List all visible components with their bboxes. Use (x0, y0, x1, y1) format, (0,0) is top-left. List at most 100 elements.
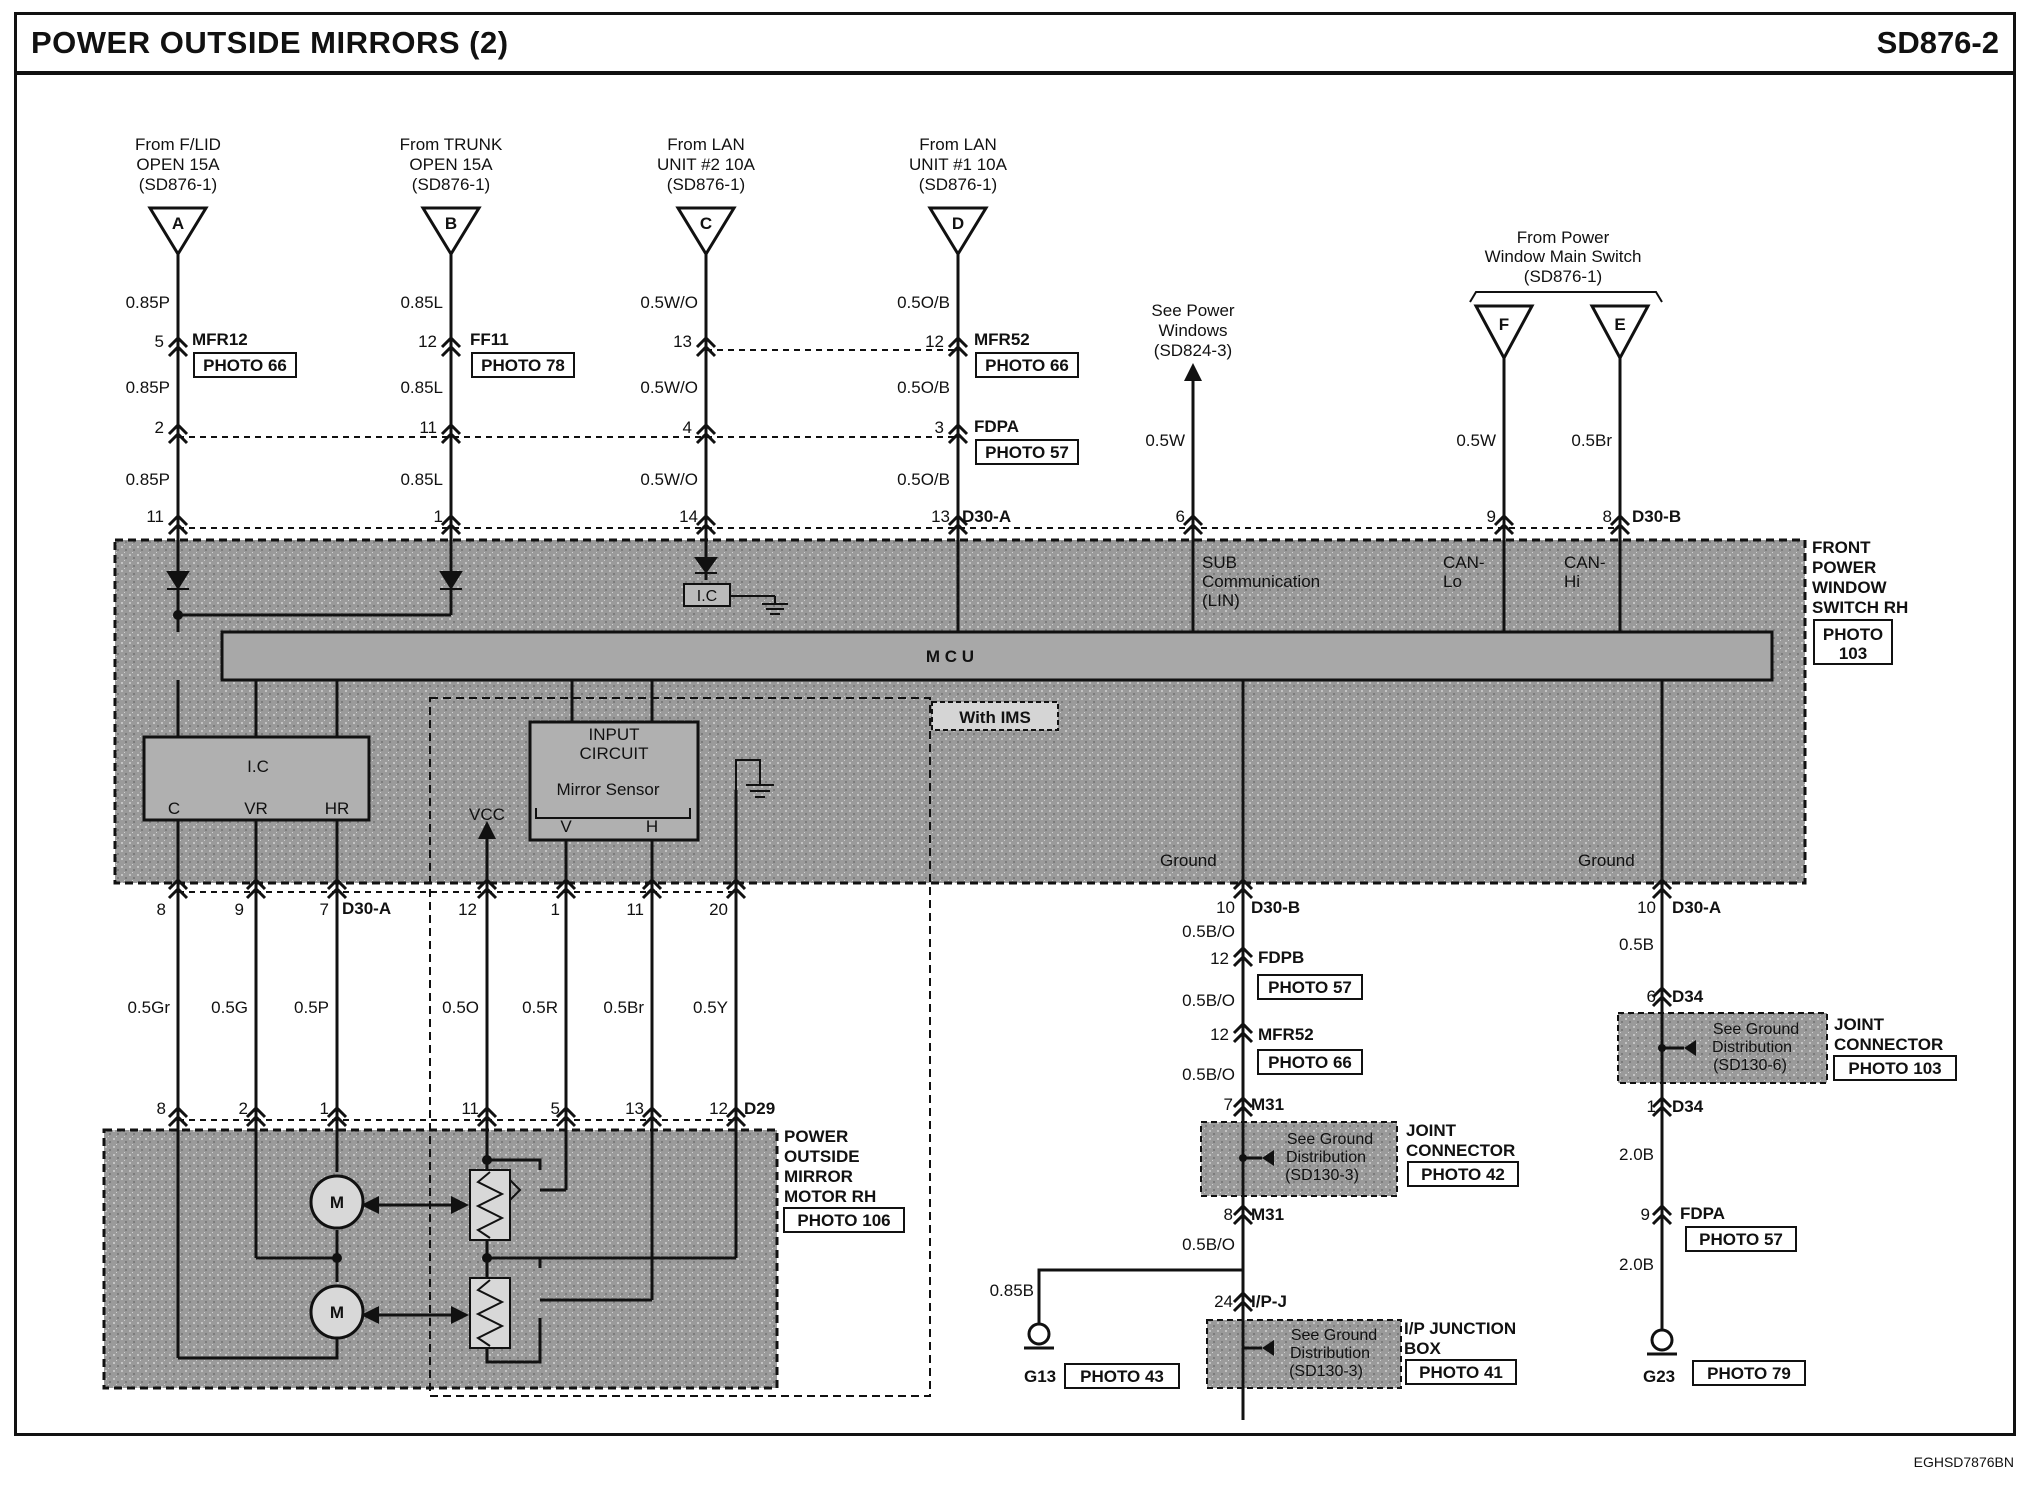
pin-fdpb: 12 (1210, 949, 1229, 968)
ic-pin-hr: HR (325, 799, 350, 818)
sensor-h-label: H (646, 817, 658, 836)
connector-chevron (326, 1114, 348, 1128)
diode-b (439, 571, 463, 590)
mirror-label-2: OUTSIDE (784, 1147, 860, 1166)
wire-vcc: 0.5O (442, 998, 479, 1017)
pin-d29-7: 12 (709, 1099, 728, 1118)
connector-chevron (555, 886, 577, 900)
connector-chevron (1232, 1203, 1254, 1217)
switch-photo-box (1813, 619, 1893, 665)
connector-chevron (440, 344, 462, 358)
ipj-line1: I/P JUNCTION (1404, 1319, 1516, 1338)
wire-c-motor: 0.5Gr (127, 998, 170, 1017)
conn-mfr52: MFR52 (974, 330, 1030, 349)
connector-chevron (1493, 522, 1515, 536)
connector-chevron (167, 431, 189, 445)
pw-source-line2: Window Main Switch (1485, 247, 1642, 266)
connector-chevron (725, 877, 747, 891)
input-circuit-line2: CIRCUIT (580, 744, 649, 763)
pin-d30a-b2: 9 (235, 900, 244, 919)
ground-g13-icon (1024, 1318, 1054, 1350)
can-hi-line1: CAN- (1564, 553, 1606, 572)
sub-comm-line1: SUB (1202, 553, 1237, 572)
connector-chevron (641, 886, 663, 900)
see-power-windows-line1: See Power (1151, 301, 1234, 320)
connector-chevron (167, 522, 189, 536)
connector-chevron (1232, 945, 1254, 959)
connector-chevron (947, 513, 969, 527)
wire-sub: 0.5W (1145, 431, 1185, 450)
vcc-label: VCC (469, 805, 505, 824)
photo-mfr12: PHOTO 66 (203, 356, 287, 375)
photo-mfr52-gnd: PHOTO 66 (1268, 1053, 1352, 1072)
wire-d-3: 0.5O/B (897, 470, 950, 489)
connector-chevron (1651, 1212, 1673, 1226)
connector-chevron (476, 886, 498, 900)
source-a-line1: From F/LID (135, 135, 221, 154)
connector-chevron (695, 344, 717, 358)
pin-d29-5: 5 (551, 1099, 560, 1118)
source-d-line2: UNIT #1 10A (909, 155, 1008, 174)
pin-d30a-b3: 7 (320, 900, 329, 919)
motor-symbol-1: M (330, 1193, 344, 1212)
pin-d30a-gnd: 10 (1637, 898, 1656, 917)
switch-label-1: FRONT (1812, 538, 1871, 557)
mirror-sensor-label: Mirror Sensor (557, 780, 660, 799)
ic-block (142, 735, 371, 822)
connector-chevron (245, 877, 267, 891)
ground-symbol-ic (730, 595, 788, 615)
mirror-sensor-bracket (535, 808, 691, 819)
photo-fdpa-gnd: PHOTO 57 (1699, 1230, 1783, 1249)
wire-gb-3: 0.5B/O (1182, 1065, 1235, 1084)
connector-chevron (167, 422, 189, 436)
pin-d30b-1: 6 (1176, 507, 1185, 526)
sub-comm-line2: Communication (1202, 572, 1320, 591)
pin-m31-bottom: 8 (1224, 1205, 1233, 1224)
with-ims-label: With IMS (959, 708, 1031, 727)
m31-see1: See Ground (1287, 1131, 1373, 1148)
connector-chevron (440, 513, 462, 527)
d34-see3: (SD130-6) (1713, 1057, 1787, 1074)
source-a-line3: (SD876-1) (139, 175, 217, 194)
connector-chevron (476, 1105, 498, 1119)
connector-chevron (1651, 994, 1673, 1008)
conn-fdpb: FDPB (1258, 948, 1304, 967)
connector-chevron (167, 344, 189, 358)
connector-chevron (245, 1105, 267, 1119)
connector-chevron (1232, 1030, 1254, 1044)
wire-hr: 0.5P (294, 998, 329, 1017)
connector-chevron (440, 335, 462, 349)
source-b-line3: (SD876-1) (412, 175, 490, 194)
mcu-label: M C U (926, 647, 974, 666)
connector-chevron (1232, 877, 1254, 891)
d34-joint-line2: CONNECTOR (1834, 1035, 1943, 1054)
pin-d29-4: 11 (461, 1099, 479, 1118)
pin-mfr52: 12 (925, 332, 944, 351)
pin-d30a-b7: 20 (709, 900, 728, 919)
wire-ga2-1: 2.0B (1619, 1145, 1654, 1164)
wire-ga2-2: 2.0B (1619, 1255, 1654, 1274)
connector-chevron (1493, 513, 1515, 527)
connector-chevron (555, 877, 577, 891)
wire-gnd20: 0.5Y (693, 998, 728, 1017)
conn-d34-top: D34 (1672, 987, 1704, 1006)
connector-chevron (1651, 985, 1673, 999)
pin-mfr12: 5 (155, 332, 164, 351)
conn-d30b-top: D30-B (1632, 507, 1681, 526)
source-e-letter: E (1614, 315, 1625, 334)
ic-pin-c: C (168, 799, 180, 818)
photo-d34-joint: PHOTO 103 (1848, 1059, 1941, 1078)
see-power-windows-line2: Windows (1159, 321, 1228, 340)
ic-label: I.C (247, 757, 269, 776)
connector-chevron (1232, 886, 1254, 900)
see-power-windows-line3: (SD824-3) (1154, 341, 1232, 360)
source-d-triangle (927, 206, 989, 257)
pin-d34-top: 6 (1647, 987, 1656, 1006)
pw-source-line1: From Power (1517, 228, 1610, 247)
wire-a-1: 0.85P (126, 293, 170, 312)
wire-vr: 0.5G (211, 998, 248, 1017)
connector-chevron (440, 431, 462, 445)
switch-photo-line2: 103 (1839, 644, 1867, 663)
joint-ipj-box (1206, 1319, 1402, 1389)
connector-chevron (1232, 1299, 1254, 1313)
